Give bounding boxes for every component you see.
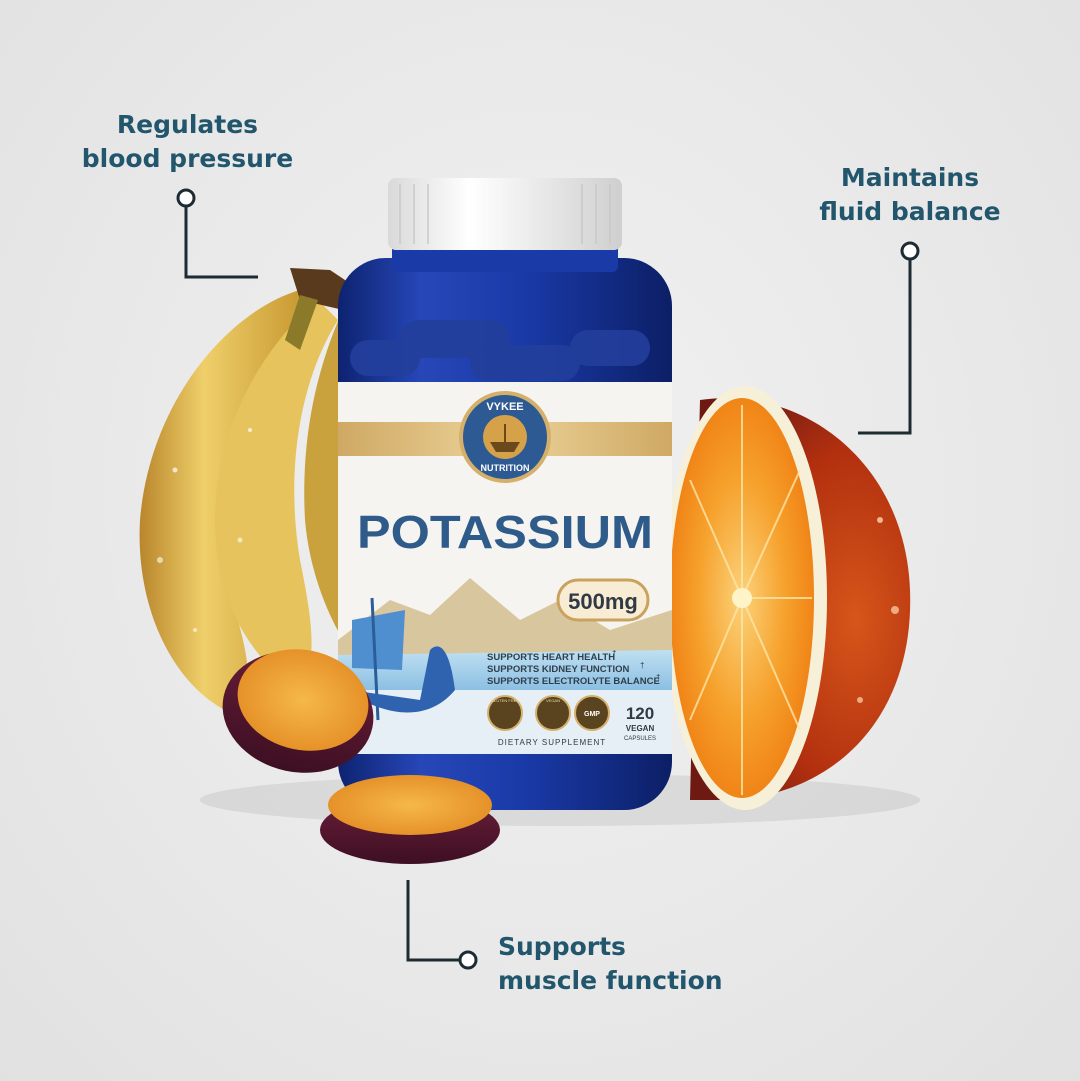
benefit-mark-3: † — [656, 673, 660, 682]
callout-fluid-balance-line2: fluid balance — [819, 197, 1001, 226]
callout-fluid-balance-line1: Maintains — [840, 163, 980, 192]
benefit-mark-2: † — [640, 661, 644, 670]
callout-blood-pressure: Regulates blood pressure — [80, 108, 295, 176]
callout-dot-bottom — [458, 950, 478, 970]
benefit-mark-1: † — [612, 649, 616, 658]
brand-logo — [459, 391, 551, 483]
orange-image — [663, 386, 911, 810]
fruit-slice-2 — [320, 775, 500, 864]
gluten-free-icon — [487, 695, 523, 731]
callout-muscle-function-line2: muscle function — [498, 966, 723, 995]
callout-fluid-balance: Maintains fluid balance — [810, 161, 1010, 229]
badge-gmp-label: GMP — [584, 711, 600, 718]
brand-name: VYKEE — [486, 401, 523, 413]
capsule-unit: CAPSULES — [624, 736, 656, 742]
benefit-2: SUPPORTS KIDNEY FUNCTION — [487, 664, 629, 675]
certification-badges: GLUTEN FREE VEGAN GMP — [487, 695, 610, 731]
vegan-icon — [535, 695, 571, 731]
badge-vegan-label: VEGAN — [546, 698, 560, 703]
supplement-bottle — [338, 178, 672, 810]
callout-muscle-function: Supports muscle function — [498, 930, 738, 998]
benefit-1: SUPPORTS HEART HEALTH — [487, 652, 615, 663]
callout-connectors — [184, 200, 912, 962]
benefit-3: SUPPORTS ELECTROLYTE BALANCE — [487, 676, 660, 687]
dose-value: 500mg — [568, 589, 638, 614]
capsule-type: VEGAN — [626, 724, 655, 733]
callout-muscle-function-line1: Supports — [498, 932, 626, 961]
badge-gluten-label: GLUTEN FREE — [491, 698, 519, 703]
bananas-image — [139, 268, 360, 715]
fruit-slice-1 — [222, 649, 374, 773]
dose-badge — [556, 578, 650, 622]
brand-subname: NUTRITION — [481, 463, 530, 473]
product-name: POTASSIUM — [357, 506, 653, 558]
bottle-cap — [388, 178, 622, 250]
gmp-icon — [574, 695, 610, 731]
ship-icon — [345, 646, 455, 713]
supplement-label: DIETARY SUPPLEMENT — [498, 738, 606, 747]
callout-blood-pressure-line2: blood pressure — [81, 144, 294, 173]
callout-blood-pressure-line1: Regulates — [116, 110, 259, 139]
callout-dot-top-right — [900, 241, 920, 261]
capsule-count: 120 — [626, 704, 654, 723]
callout-dot-top-left — [176, 188, 196, 208]
